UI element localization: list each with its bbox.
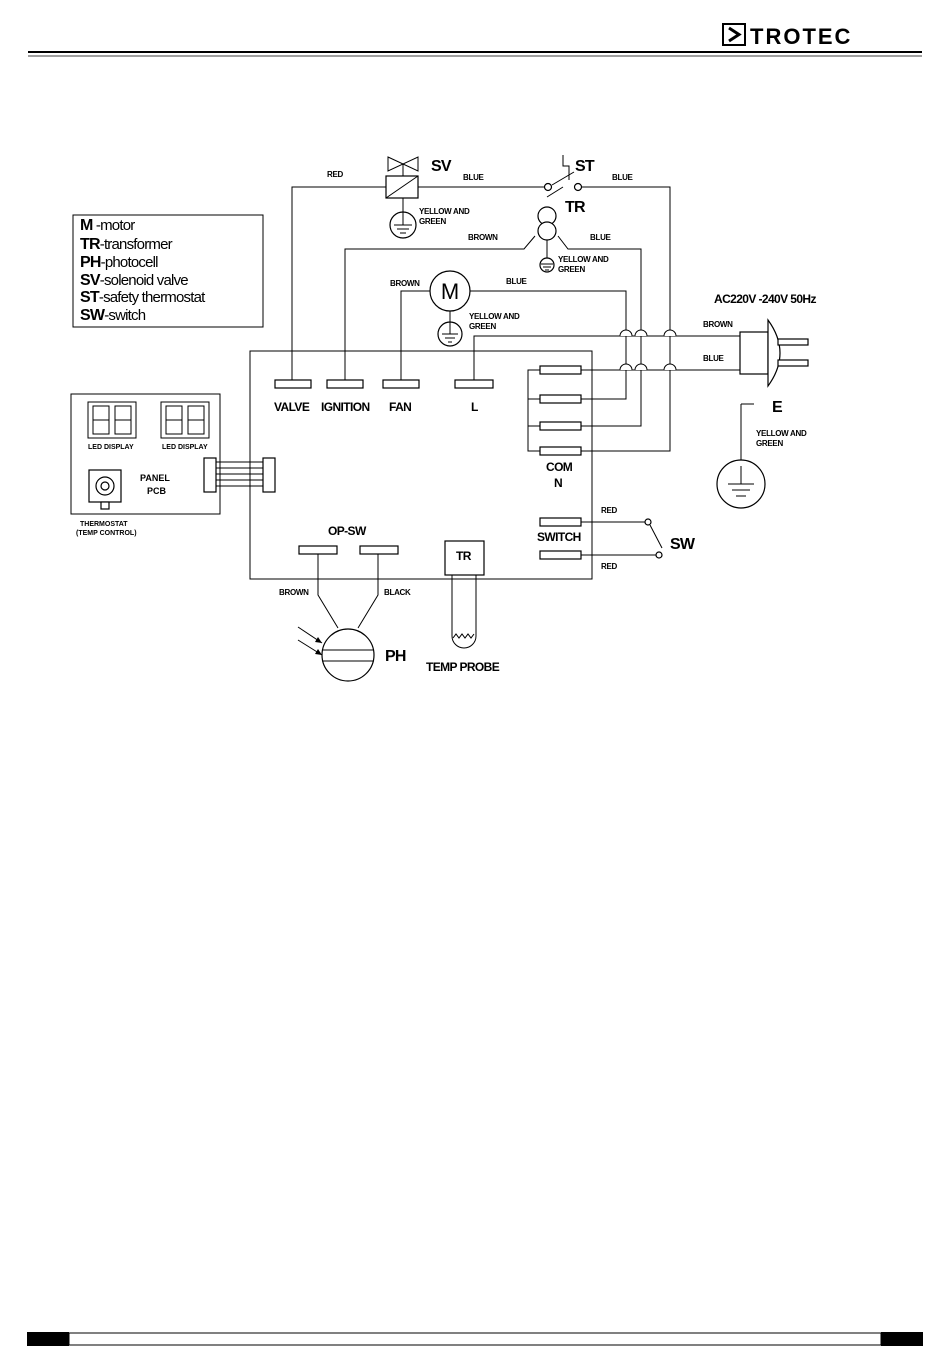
st-label: ST	[575, 158, 595, 175]
sv-label: SV	[431, 158, 452, 175]
motor-icon	[429, 270, 471, 347]
panel-label: PANEL	[140, 473, 170, 483]
wire-blue-st: BLUE	[612, 173, 634, 182]
wire-blue-tr: BLUE	[590, 233, 612, 242]
wire-red-sv: RED	[327, 170, 344, 179]
wire-brown-m: BROWN	[390, 279, 420, 288]
wire-yg-e-2: GREEN	[756, 439, 783, 448]
switch-icon	[644, 518, 663, 559]
wire-yg-m-1: YELLOW AND	[469, 312, 520, 321]
l-terminal-label: L	[471, 400, 478, 414]
supply-label: AC220V -240V 50Hz	[714, 292, 816, 306]
thermostat-knob-icon	[88, 469, 122, 510]
footer-bar	[27, 1332, 923, 1346]
photocell-icon	[297, 626, 375, 682]
led-display-2-icon	[160, 401, 210, 439]
led-display-2-label: LED DISPLAY	[162, 444, 208, 451]
legend-item-switch: SW-switch	[80, 307, 146, 324]
n-label: N	[554, 476, 562, 490]
op-sw-label: OP-SW	[328, 524, 367, 538]
wire-blue-m: BLUE	[506, 277, 528, 286]
temp-probe-icon	[444, 540, 485, 649]
temp-control-label: (TEMP CONTROL)	[76, 530, 137, 537]
wire-yg-tr-1: YELLOW AND	[558, 255, 609, 264]
solenoid-valve-icon	[385, 156, 419, 239]
plug-icon	[739, 318, 809, 388]
panel-pcb	[70, 393, 276, 515]
valve-terminal-label: VALVE	[274, 400, 310, 414]
crossover-humps	[619, 329, 677, 371]
legend-item-transformer: TR-transformer	[80, 236, 173, 253]
wire-brown-ph: BROWN	[279, 588, 309, 597]
wire-yg-sv-1: YELLOW AND	[419, 207, 470, 216]
temp-probe-label: TEMP PROBE	[426, 660, 500, 674]
legend-box: M -motor TR-transformer PH-photocell SV-…	[72, 214, 264, 328]
m-label: M	[441, 279, 459, 304]
legend-item-solenoid-valve: SV-solenoid valve	[80, 272, 188, 289]
safety-thermostat-icon	[543, 155, 583, 192]
board-terminals	[274, 365, 582, 560]
thermostat-label: THERMOSTAT	[80, 521, 128, 528]
tr-label: TR	[565, 199, 586, 216]
wire-black-ph: BLACK	[384, 588, 411, 597]
sw-label: SW	[670, 536, 696, 553]
fan-terminal-label: FAN	[389, 400, 411, 414]
led-display-1-icon	[87, 401, 137, 439]
wire-blue-sv: BLUE	[463, 173, 485, 182]
e-label: E	[772, 399, 783, 416]
wire-yg-m-2: GREEN	[469, 322, 496, 331]
wire-yg-e-1: YELLOW AND	[756, 429, 807, 438]
legend-item-photocell: PH-photocell	[80, 254, 158, 271]
wire-yg-sv-2: GREEN	[419, 217, 446, 226]
wire-red-sw1: RED	[601, 506, 618, 515]
earth-icon	[716, 403, 766, 509]
legend-item-safety-thermostat: ST-safety thermostat	[80, 289, 206, 306]
wire-yg-tr-2: GREEN	[558, 265, 585, 274]
wire-brown-tr: BROWN	[468, 233, 498, 242]
legend-item-motor: M -motor	[80, 217, 135, 234]
wire-red-sw2: RED	[601, 562, 618, 571]
logo-text: TROTEC	[750, 24, 852, 49]
wire-brown-plug: BROWN	[703, 320, 733, 329]
trotec-logo: TROTEC	[722, 23, 852, 49]
ignition-terminal-label: IGNITION	[321, 400, 370, 414]
pcb-label: PCB	[147, 486, 167, 496]
switch-terminal-label: SWITCH	[537, 530, 581, 544]
transformer-icon	[537, 186, 564, 273]
tr-box-label: TR	[456, 549, 472, 563]
wires	[291, 186, 740, 629]
led-display-1-label: LED DISPLAY	[88, 444, 134, 451]
wire-blue-plug: BLUE	[703, 354, 725, 363]
ribbon-connector	[203, 457, 276, 493]
com-label: COM	[546, 460, 573, 474]
ph-label: PH	[385, 648, 406, 665]
main-pcb	[249, 350, 593, 580]
